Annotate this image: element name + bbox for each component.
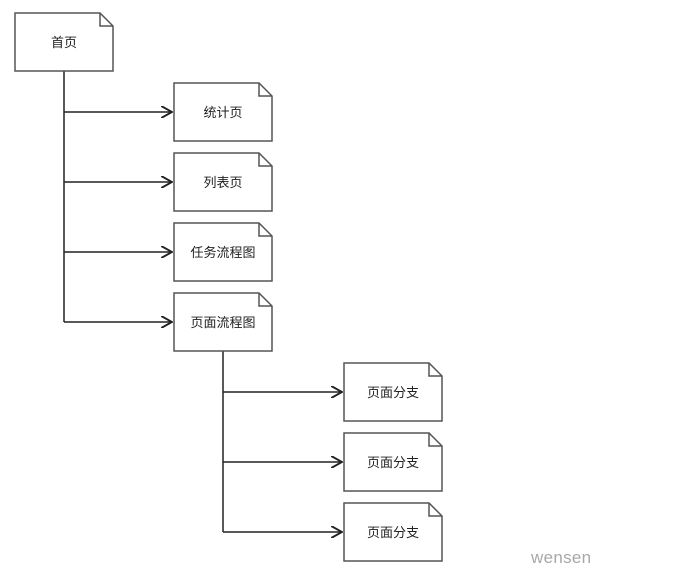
node-task-flow[interactable]: 任务流程图 xyxy=(173,222,273,282)
node-branch-2-label: 页面分支 xyxy=(367,456,419,471)
connectors-page-flow xyxy=(222,351,342,532)
node-page-flow-label: 页面流程图 xyxy=(190,316,255,331)
connectors-home xyxy=(63,71,172,322)
node-task-flow-label: 任务流程图 xyxy=(190,245,255,261)
node-stats-label: 统计页 xyxy=(203,106,242,121)
watermark: wensen xyxy=(531,548,592,567)
node-branch-3-label: 页面分支 xyxy=(367,526,419,541)
node-branch-3[interactable]: 页面分支 xyxy=(343,502,443,562)
node-branch-2[interactable]: 页面分支 xyxy=(343,432,443,492)
node-branch-1-label: 页面分支 xyxy=(367,386,419,401)
node-page-flow[interactable]: 页面流程图 xyxy=(173,292,273,352)
node-list-label: 列表页 xyxy=(203,176,242,191)
node-list[interactable]: 列表页 xyxy=(173,152,273,212)
node-home-label: 首页 xyxy=(51,36,77,51)
node-stats[interactable]: 统计页 xyxy=(173,82,273,142)
node-branch-1[interactable]: 页面分支 xyxy=(343,362,443,422)
node-home[interactable]: 首页 xyxy=(14,12,114,72)
